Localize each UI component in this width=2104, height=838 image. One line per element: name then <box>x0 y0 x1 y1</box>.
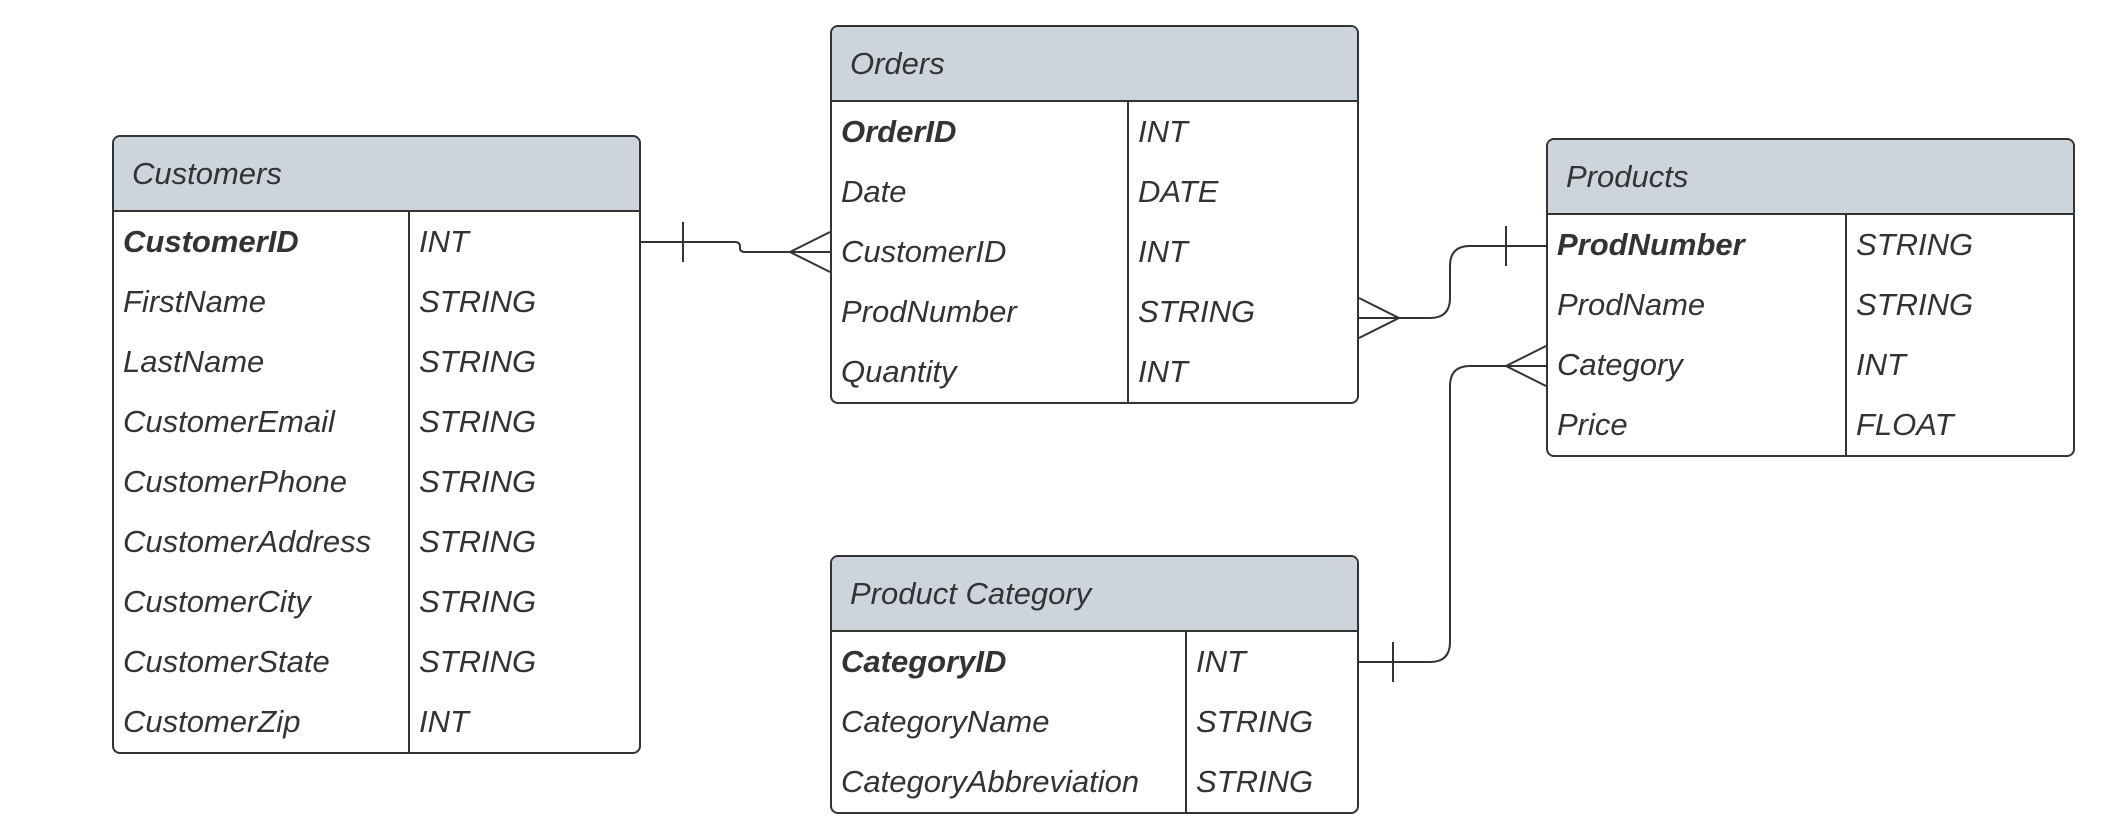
column-type: STRING <box>419 644 537 679</box>
rel-customers-orders-crowfoot <box>787 231 831 273</box>
column-name: OrderID <box>832 102 1129 162</box>
table-row[interactable]: CustomerID INT <box>114 212 639 272</box>
column-type: DATE <box>1138 174 1219 209</box>
column-name: ProdName <box>1548 275 1847 335</box>
column-type: STRING <box>1196 704 1314 739</box>
column-type: STRING <box>1138 294 1256 329</box>
entity-product-category-title: Product Category <box>832 557 1357 632</box>
column-name: Date <box>832 162 1129 222</box>
table-row[interactable]: Price FLOAT <box>1548 395 2073 455</box>
column-name: Price <box>1548 395 1847 455</box>
column-type: INT <box>1196 644 1246 679</box>
column-type: INT <box>419 224 469 259</box>
column-name: CategoryID <box>832 632 1187 692</box>
rel-orders-products[interactable] <box>1358 226 1546 339</box>
column-name: CustomerAddress <box>114 512 410 572</box>
table-row[interactable]: CategoryName STRING <box>832 692 1357 752</box>
column-type: FLOAT <box>1856 407 1954 442</box>
column-type: STRING <box>419 584 537 619</box>
column-name: CustomerEmail <box>114 392 410 452</box>
rel-orders-products-crowfoot <box>1358 297 1402 339</box>
column-type: STRING <box>419 344 537 379</box>
table-row[interactable]: CategoryID INT <box>832 632 1357 692</box>
column-type: STRING <box>419 464 537 499</box>
table-row[interactable]: CategoryAbbreviation STRING <box>832 752 1357 812</box>
table-row[interactable]: ProdNumber STRING <box>1548 215 2073 275</box>
table-row[interactable]: ProdName STRING <box>1548 275 2073 335</box>
table-row[interactable]: Category INT <box>1548 335 2073 395</box>
column-type: INT <box>1856 347 1906 382</box>
column-name: ProdNumber <box>832 282 1129 342</box>
column-name: CustomerCity <box>114 572 410 632</box>
table-row[interactable]: CustomerCity STRING <box>114 572 639 632</box>
column-type: INT <box>1138 354 1188 389</box>
column-type: INT <box>1138 234 1188 269</box>
column-name: CategoryName <box>832 692 1187 752</box>
table-row[interactable]: OrderID INT <box>832 102 1357 162</box>
rel-category-products-crowfoot <box>1503 345 1547 387</box>
entity-products-title: Products <box>1548 140 2073 215</box>
column-type: STRING <box>1856 287 1974 322</box>
column-name: CustomerID <box>114 212 410 272</box>
column-name: FirstName <box>114 272 410 332</box>
column-type: STRING <box>1196 764 1314 799</box>
column-type: STRING <box>419 284 537 319</box>
rel-customers-orders[interactable] <box>641 222 831 273</box>
column-name: CustomerState <box>114 632 410 692</box>
column-type: INT <box>1138 114 1188 149</box>
rel-customers-orders-line <box>641 241 830 253</box>
column-name: Category <box>1548 335 1847 395</box>
column-name: CustomerZip <box>114 692 410 752</box>
column-type: STRING <box>419 404 537 439</box>
entity-orders-title: Orders <box>832 27 1357 102</box>
table-row[interactable]: CustomerAddress STRING <box>114 512 639 572</box>
column-name: CustomerPhone <box>114 452 410 512</box>
table-row[interactable]: CustomerZip INT <box>114 692 639 752</box>
table-row[interactable]: CustomerState STRING <box>114 632 639 692</box>
column-name: ProdNumber <box>1548 215 1847 275</box>
table-row[interactable]: CustomerPhone STRING <box>114 452 639 512</box>
column-name: CategoryAbbreviation <box>832 752 1187 812</box>
column-name: Quantity <box>832 342 1129 402</box>
entity-orders[interactable]: Orders OrderID INT Date DATE CustomerID … <box>830 25 1359 404</box>
column-type: INT <box>419 704 469 739</box>
rel-category-products[interactable] <box>1359 345 1547 682</box>
column-name: LastName <box>114 332 410 392</box>
table-row[interactable]: CustomerID INT <box>832 222 1357 282</box>
table-row[interactable]: Date DATE <box>832 162 1357 222</box>
column-type: STRING <box>1856 227 1974 262</box>
table-row[interactable]: CustomerEmail STRING <box>114 392 639 452</box>
table-row[interactable]: Quantity INT <box>832 342 1357 402</box>
column-name: CustomerID <box>832 222 1129 282</box>
entity-customers-title: Customers <box>114 137 639 212</box>
entity-product-category[interactable]: Product Category CategoryID INT Category… <box>830 555 1359 814</box>
rel-category-products-line <box>1359 365 1546 663</box>
table-row[interactable]: LastName STRING <box>114 332 639 392</box>
entity-customers[interactable]: Customers CustomerID INT FirstName STRIN… <box>112 135 641 754</box>
table-row[interactable]: FirstName STRING <box>114 272 639 332</box>
column-type: STRING <box>419 524 537 559</box>
entity-products[interactable]: Products ProdNumber STRING ProdName STRI… <box>1546 138 2075 457</box>
rel-orders-products-line <box>1359 245 1546 319</box>
table-row[interactable]: ProdNumber STRING <box>832 282 1357 342</box>
